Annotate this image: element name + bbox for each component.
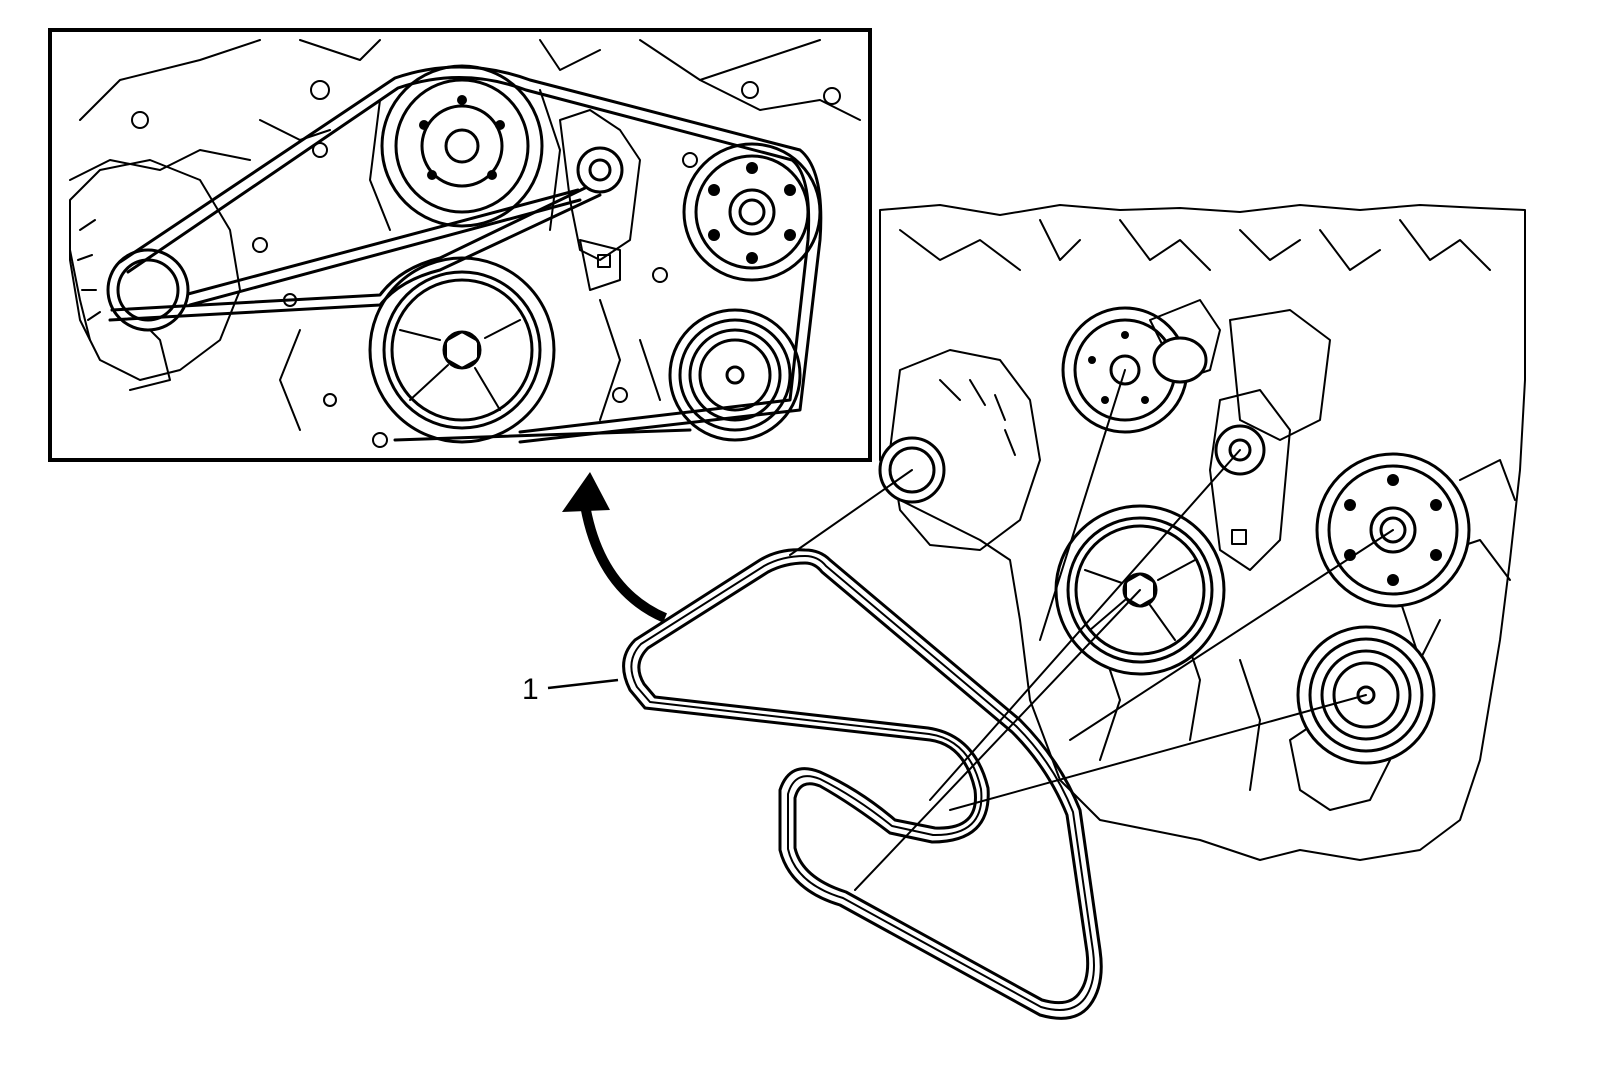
- inset-serpentine-belt: [108, 65, 823, 444]
- inset-detail-view: [48, 28, 872, 462]
- engine-block-outline: [879, 204, 1526, 861]
- inset-engine-block: [69, 39, 861, 448]
- callout-label: 1: [522, 673, 539, 706]
- inset-upper-idler-pulley: [380, 64, 544, 228]
- inset-power-steering-pulley: [682, 142, 822, 282]
- serpentine-belt: [622, 548, 1103, 1020]
- inset-crankshaft-pulley: [368, 256, 556, 444]
- callout-1: 1: [522, 673, 619, 706]
- inset-tensioner: [576, 146, 624, 194]
- curved-arrow-icon: [562, 472, 668, 623]
- main-alternator: [878, 349, 1041, 551]
- inset-ac-compressor-pulley: [668, 308, 802, 442]
- callout-leader-line: [547, 678, 619, 690]
- main-engine-view: [789, 204, 1526, 891]
- belt-alignment-lines: [789, 369, 1394, 891]
